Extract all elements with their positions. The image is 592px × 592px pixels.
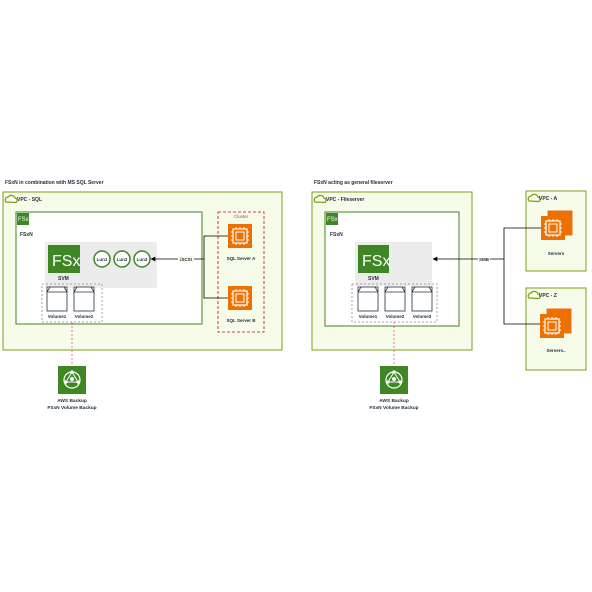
sql-server-a-ec2-icon: [227, 223, 253, 249]
volume3-icon: [411, 286, 433, 312]
volume2-label: Volume2: [75, 314, 94, 319]
right-backup-label-1: AWS Backup: [379, 398, 409, 404]
vpc-z-servers-label: Servers..: [546, 348, 565, 353]
sql-server-b-ec2-icon: [227, 285, 253, 311]
left-diagram-title: FSxN in combination with MS SQL Server: [5, 180, 104, 186]
vpc-sql-label: VPC - SQL: [17, 197, 42, 203]
left-aws-backup-icon: [57, 365, 87, 395]
lun3-label: Lun3: [137, 257, 148, 262]
vpc-a-servers-label: Servers: [548, 251, 565, 256]
vpc-fileserver-label: VPC - Fileserver: [326, 197, 364, 203]
left-backup-label-2: FSxN Volume Backup: [47, 405, 96, 411]
volume3-label-right: Volume3: [413, 314, 432, 319]
lun1-label: Lun1: [97, 257, 108, 262]
right-diagram-title: FSxN acting as general fileserver: [314, 180, 393, 186]
volumes-group-right: [351, 283, 438, 323]
vpc-a-ec2-icon: [540, 215, 566, 241]
volume1-label-right: Volume1: [359, 314, 378, 319]
lun2-circle: [113, 250, 131, 268]
lun2-label: Lun2: [117, 257, 128, 262]
smb-connector-a: [503, 227, 541, 259]
smb-connector-z: [503, 259, 540, 325]
volume2-icon: [384, 286, 406, 312]
fsx-logo-tile: [48, 245, 80, 273]
fsx-small-icon: [17, 213, 29, 225]
smb-label: SMB: [479, 257, 490, 262]
iscsi-connector-a: [203, 235, 228, 259]
cluster-label: Cluster: [234, 214, 249, 219]
vpc-a-label: VPC - A: [539, 196, 558, 202]
volume1-icon: [46, 286, 68, 312]
svm-label-right: SVM: [368, 276, 379, 282]
sql-server-b-label: SQL Server B: [227, 318, 257, 323]
fsx-logo-text: FSx: [52, 253, 80, 270]
svm-label: SVM: [58, 276, 69, 282]
fsx-logo-text-right: FSx: [362, 253, 390, 270]
iscsi-label: iSCSI: [180, 257, 192, 262]
volume1-icon: [357, 286, 379, 312]
fsx-small-icon: [326, 213, 338, 225]
sql-server-a-label: SQL Server A: [227, 256, 257, 261]
vpc-z-ec2-icon: [539, 313, 565, 339]
right-aws-backup-icon: [379, 365, 409, 395]
cluster-box: [217, 211, 265, 333]
fsxn-label: FSxN: [20, 232, 33, 238]
fsx-logo-tile-right: [358, 245, 389, 273]
iscsi-connector-b: [203, 259, 228, 299]
volume2-icon: [73, 286, 95, 312]
volume1-label: Volume1: [48, 314, 67, 319]
lun1-circle: [93, 250, 111, 268]
fsxn-label-right: FSxN: [330, 232, 343, 238]
vpc-z-label: VPC - Z: [539, 293, 557, 299]
right-backup-label-2: FSxN Volume Backup: [369, 405, 418, 411]
lun3-circle: [133, 250, 151, 268]
left-backup-label-1: AWS Backup: [57, 398, 87, 404]
volume2-label-right: Volume2: [386, 314, 405, 319]
